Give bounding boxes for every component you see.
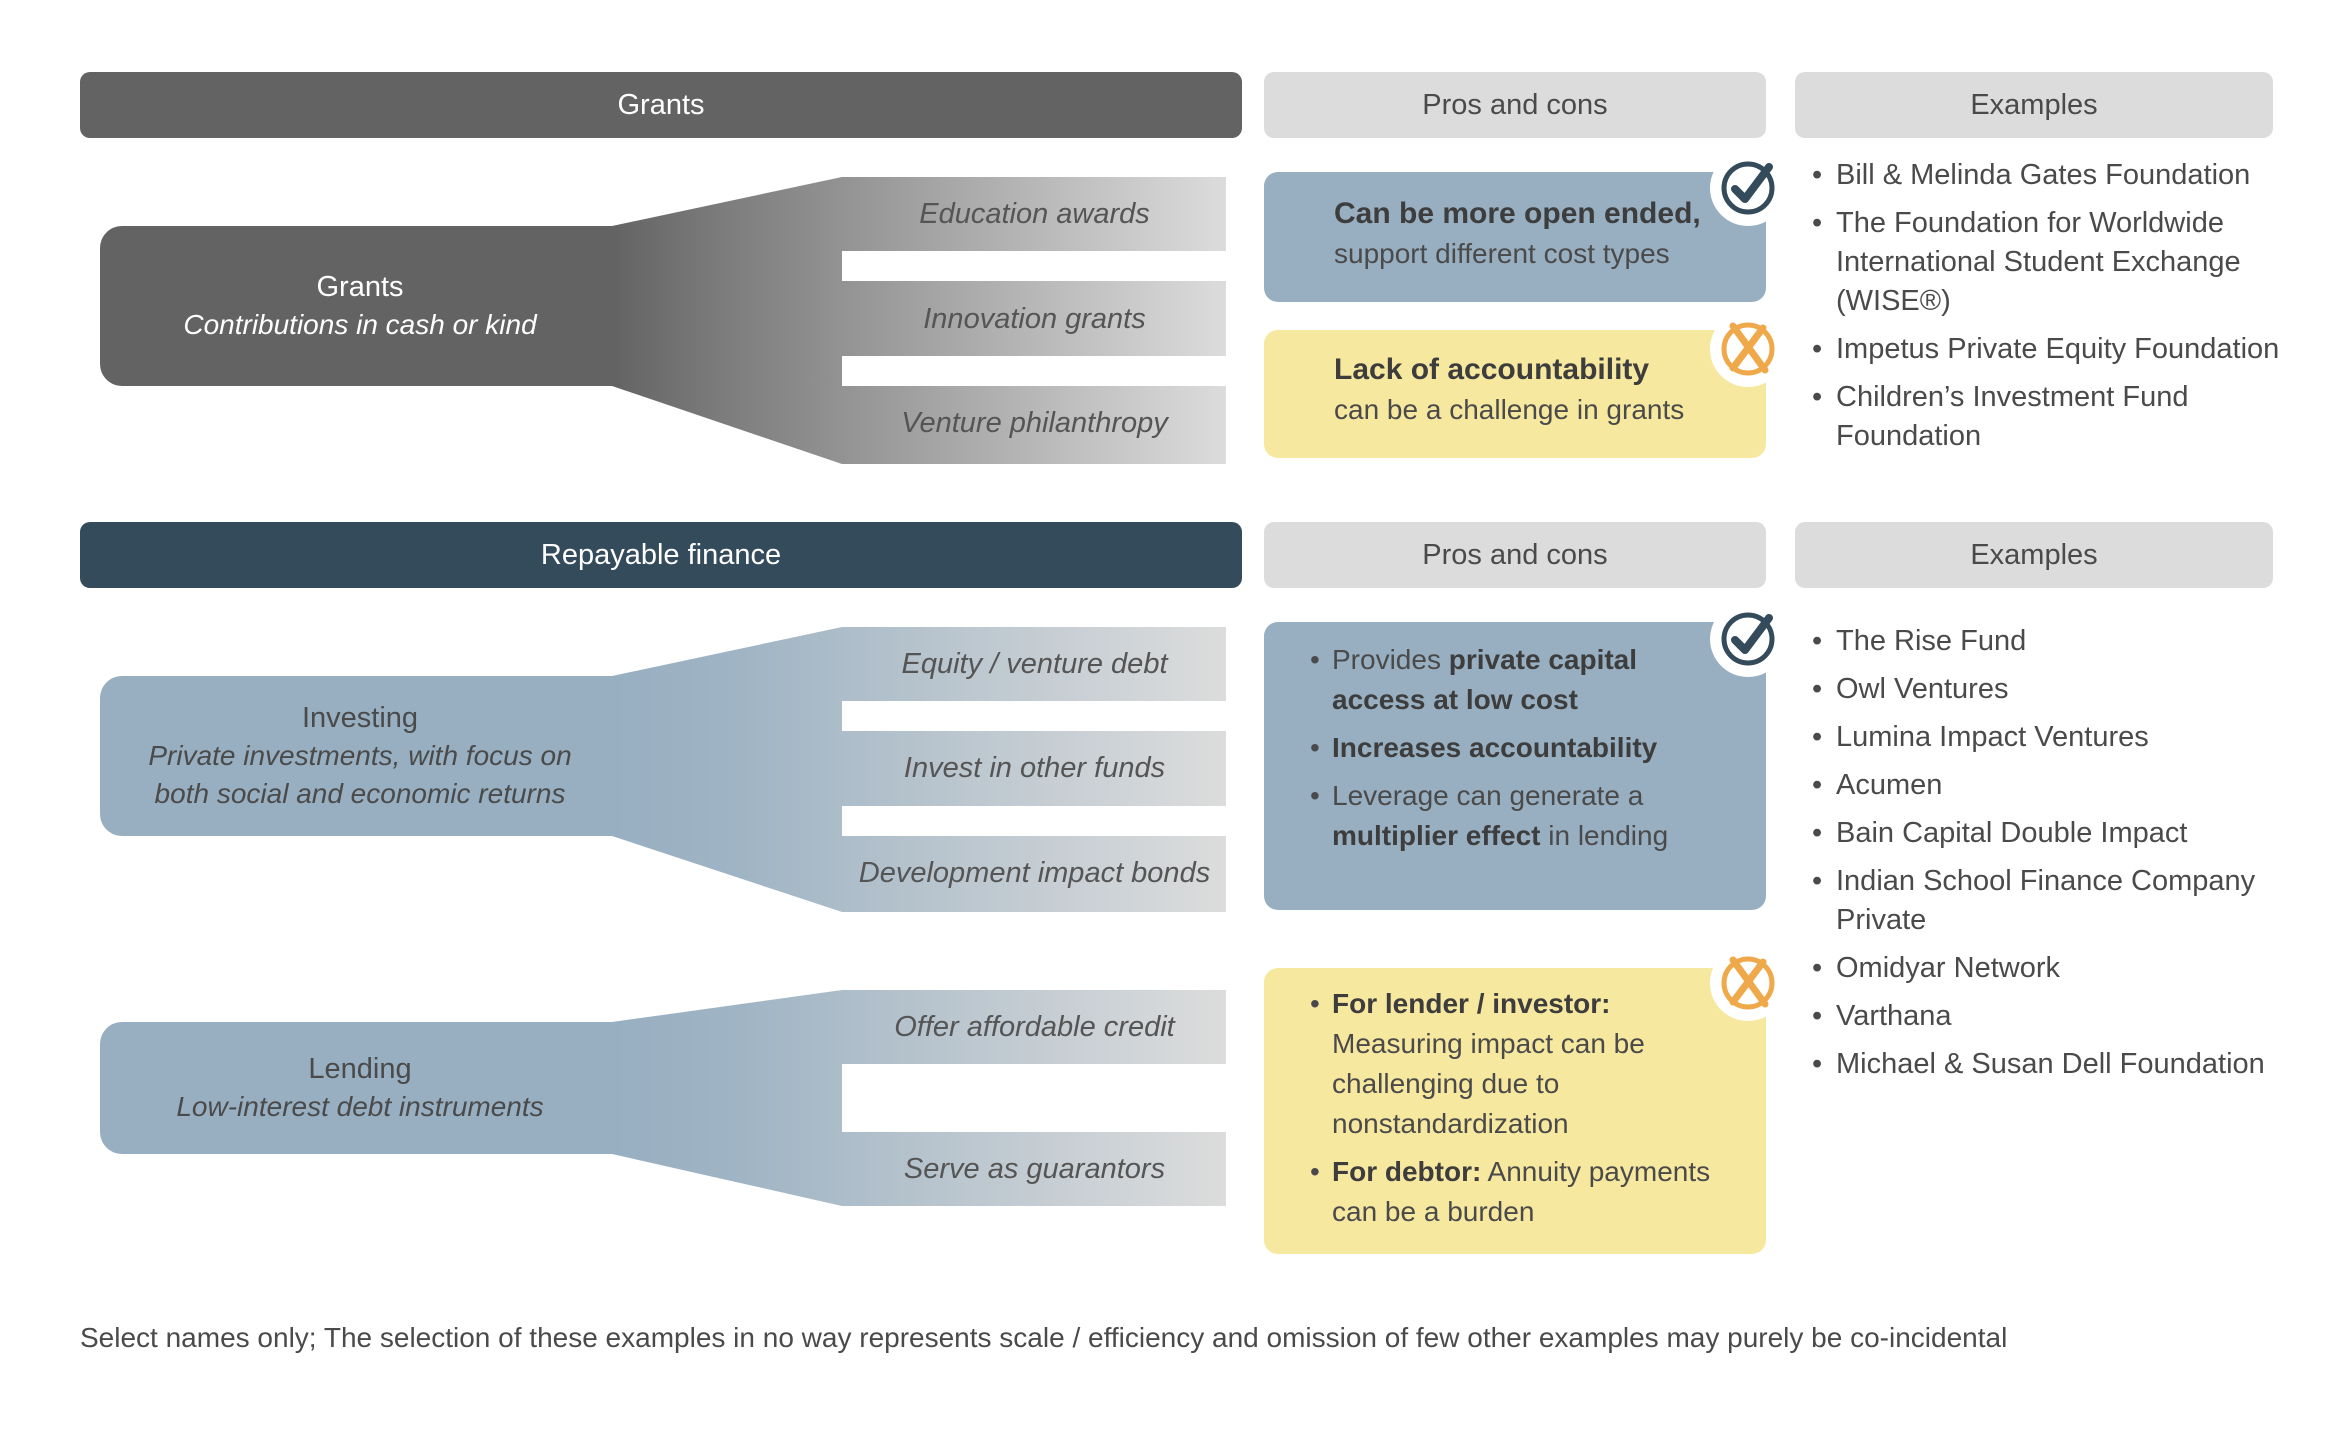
investing-funnel-shape [612,627,1226,912]
instrument-equity-venture-debt: Equity / venture debt [901,647,1168,680]
pros-cons-header-label: Pros and cons [1422,88,1608,121]
grants-con-box: Lack of accountability can be a challeng… [1264,330,1766,458]
investing-main-box: Investing Private investments, with focu… [100,676,620,836]
checkmark-icon [1710,601,1786,677]
repayable-header: Repayable finance [80,522,1242,588]
example-item: Omidyar Network [1812,949,2282,988]
instrument-education-awards: Education awards [919,197,1150,230]
instrument-offer-affordable-credit: Offer affordable credit [894,1010,1175,1043]
instrument-serve-as-guarantors: Serve as guarantors [903,1152,1166,1185]
repayable-pro-item: Provides private capital access at low c… [1310,640,1736,720]
example-item: Varthana [1812,997,2282,1036]
repayable-examples-list: The Rise Fund Owl Ventures Lumina Impact… [1812,622,2282,1093]
cross-icon [1710,945,1786,1021]
grants-pro-bold: Can be more open ended, [1334,197,1701,230]
example-item: Owl Ventures [1812,670,2282,709]
lending-main-subtitle: Low-interest debt instruments [176,1091,544,1122]
grants-con-text: can be a challenge in grants [1334,394,1685,425]
grants-main-box: Grants Contributions in cash or kind [100,226,620,386]
instrument-invest-other-funds: Invest in other funds [903,751,1166,784]
example-item: Acumen [1812,766,2282,805]
example-item: Lumina Impact Ventures [1812,718,2282,757]
grants-main-title: Grants [316,271,404,303]
investing-main-title: Investing [301,702,419,734]
instrument-innovation-grants: Innovation grants [923,302,1146,335]
grants-pro-box: Can be more open ended, support differen… [1264,172,1766,302]
examples-header-label: Examples [1970,88,2098,121]
repayable-pros-cons-header: Pros and cons [1264,522,1766,588]
footnote: Select names only; The selection of thes… [80,1322,2008,1353]
example-item: The Foundation for Worldwide Internation… [1812,204,2282,321]
lending-main-title: Lending [308,1053,412,1085]
example-item: Bill & Melinda Gates Foundation [1812,156,2282,195]
grants-examples-header: Examples [1795,72,2273,138]
example-item: The Rise Fund [1812,622,2282,661]
instrument-development-impact-bonds: Development impact bonds [858,856,1211,889]
examples-header-label: Examples [1970,538,2098,571]
repayable-pro-item: Increases accountability [1310,728,1736,768]
checkmark-icon [1710,150,1786,226]
repayable-cons-box: For lender / investor:Measuring impact c… [1264,968,1766,1254]
repayable-con-item: For lender / investor:Measuring impact c… [1310,984,1736,1144]
repayable-con-item: For debtor: Annuity payments can be a bu… [1310,1152,1736,1232]
repayable-pro-item: Leverage can generate a multiplier effec… [1310,776,1736,856]
cross-icon [1710,311,1786,387]
repayable-examples-header: Examples [1795,522,2273,588]
grants-pros-cons-header: Pros and cons [1264,72,1766,138]
lending-main-box: Lending Low-interest debt instruments [100,1022,620,1154]
grants-header-label: Grants [617,88,705,121]
grants-pro-text: support different cost types [1334,238,1670,269]
pros-cons-header-label: Pros and cons [1422,538,1608,571]
example-item: Michael & Susan Dell Foundation [1812,1045,2282,1084]
investing-main-subtitle: Private investments, with focus on both … [148,740,572,809]
example-item: Indian School Finance Company Private [1812,862,2282,940]
grants-examples-list: Bill & Melinda Gates Foundation The Foun… [1812,156,2282,465]
example-item: Bain Capital Double Impact [1812,814,2282,853]
repayable-pros-box: Provides private capital access at low c… [1264,622,1766,910]
example-item: Impetus Private Equity Foundation [1812,330,2282,369]
grants-header: Grants [80,72,1242,138]
grants-con-bold: Lack of accountability [1334,353,1650,386]
instrument-venture-philanthropy: Venture philanthropy [901,406,1168,439]
grants-funnel-shape [612,177,1226,464]
example-item: Children’s Investment Fund Foundation [1812,378,2282,456]
grants-main-subtitle: Contributions in cash or kind [183,309,537,340]
repayable-header-label: Repayable finance [540,538,782,571]
